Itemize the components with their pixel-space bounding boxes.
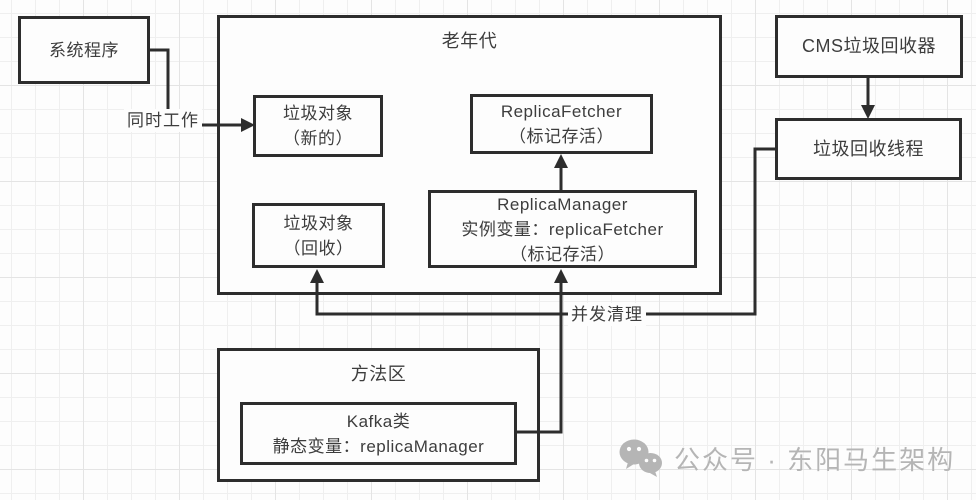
garbage-object-recycled-line1: 垃圾对象 [283, 213, 354, 233]
arrowhead-gc-thread [861, 105, 875, 119]
garbage-object-recycled-line2: （回收） [283, 238, 354, 258]
edge-label-concurrent-clean: 并发清理 [568, 303, 646, 326]
wechat-icon [619, 439, 662, 477]
kafka-class-line2: 静态变量：replicaManager [272, 436, 485, 456]
box-kafka-class: Kafka类 静态变量：replicaManager [240, 402, 517, 465]
box-garbage-object-new: 垃圾对象 （新的） [253, 95, 383, 157]
replica-fetcher-line2: （标记存活） [509, 127, 614, 146]
cms-collector-label: CMS垃圾回收器 [802, 36, 936, 56]
edge-label-work-together: 同时工作 [124, 109, 202, 132]
box-gc-thread: 垃圾回收线程 [775, 118, 962, 180]
box-replica-manager: ReplicaManager 实例变量：replicaFetcher （标记存活… [428, 190, 697, 268]
box-system-program: 系统程序 [18, 16, 150, 84]
old-generation-title: 老年代 [441, 31, 498, 51]
replica-manager-line2: 实例变量：replicaFetcher [461, 219, 664, 239]
watermark: 公众号 · 东阳马生架构 [618, 438, 955, 478]
watermark-text: 公众号 · 东阳马生架构 [674, 444, 956, 475]
box-garbage-object-recycled: 垃圾对象 （回收） [252, 203, 385, 268]
garbage-object-new-line2: （新的） [283, 129, 353, 148]
replica-fetcher-line1: ReplicaFetcher [500, 102, 623, 121]
garbage-object-new-line1: 垃圾对象 [283, 104, 353, 123]
replica-manager-line3: （标记存活） [510, 244, 615, 264]
kafka-class-line1: Kafka类 [346, 411, 411, 431]
system-program-label: 系统程序 [49, 40, 119, 60]
gc-thread-label: 垃圾回收线程 [813, 138, 924, 159]
replica-manager-line1: ReplicaManager [497, 194, 628, 214]
box-cms-collector: CMS垃圾回收器 [775, 15, 963, 78]
method-area-title: 方法区 [350, 364, 407, 384]
box-replica-fetcher: ReplicaFetcher （标记存活） [470, 94, 653, 154]
